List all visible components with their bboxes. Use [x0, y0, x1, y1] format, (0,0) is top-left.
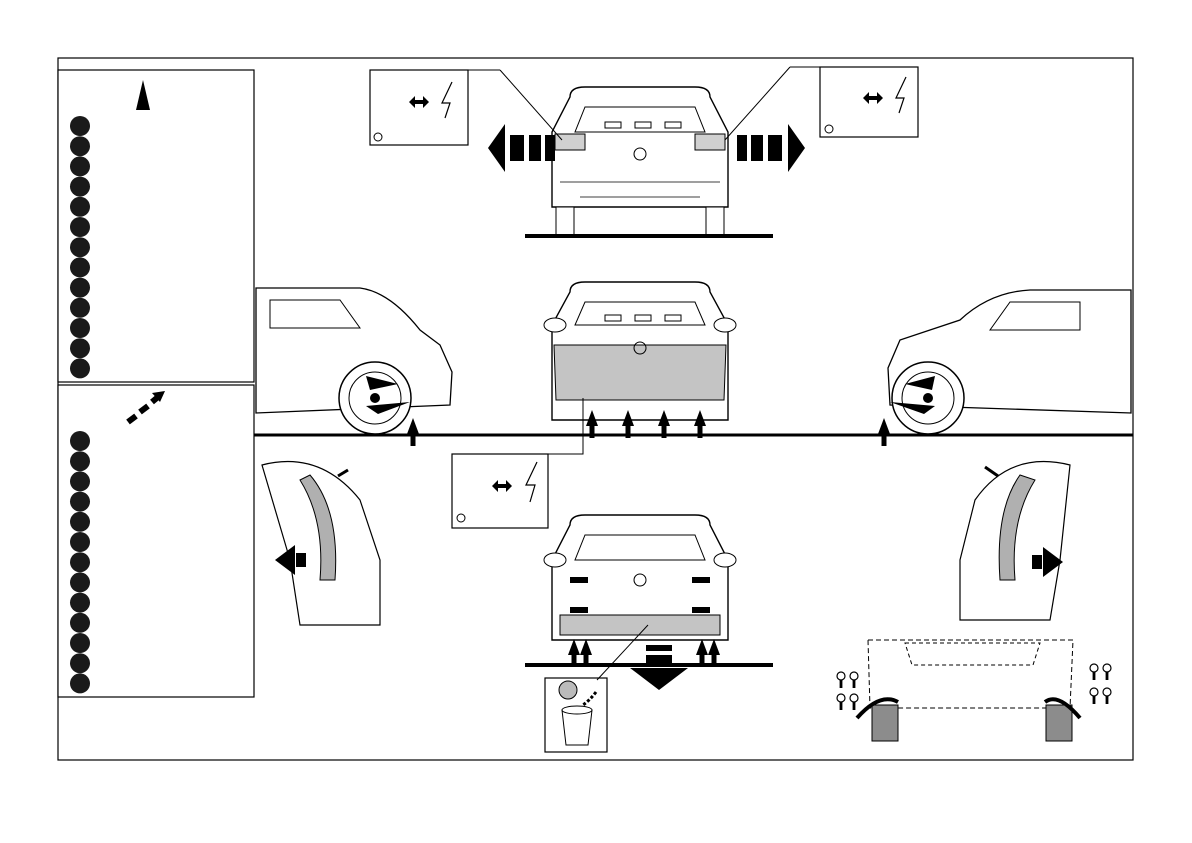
legend-bullet [70, 237, 90, 257]
legend-bullet [70, 318, 90, 338]
side-view-right [888, 290, 1131, 434]
side-view-left [256, 288, 452, 434]
legend-bullet [70, 593, 90, 613]
bumper-push-arrows [568, 639, 720, 667]
legend-bullet [70, 471, 90, 491]
rear-view-bottom [544, 515, 736, 640]
mudflap-screw-detail [837, 640, 1111, 741]
legend-bullet [70, 338, 90, 358]
legend-bullet [70, 431, 90, 451]
pull-left-arrow-icon [488, 124, 555, 172]
legend-bullet [70, 298, 90, 318]
legend-bullet [70, 156, 90, 176]
callout-right-taillight [725, 67, 918, 140]
legend-bullet [70, 512, 90, 532]
pull-right-arrow-icon [737, 124, 805, 172]
legend-bullet [70, 532, 90, 552]
fitting-legend [58, 385, 254, 697]
legend-bullet [70, 451, 90, 471]
legend-bullet [70, 492, 90, 512]
legend-bullet [70, 257, 90, 277]
removal-legend [58, 70, 254, 382]
legend-bullet [70, 217, 90, 237]
bin-inset [545, 678, 607, 752]
legend-bullet [70, 197, 90, 217]
legend-bullet [70, 653, 90, 673]
wheel-arch-left [262, 462, 380, 625]
legend-bullet [70, 673, 90, 693]
legend-bullet [70, 358, 90, 378]
legend-bullet [70, 552, 90, 572]
legend-bullet [70, 177, 90, 197]
rear-view-middle [544, 282, 736, 420]
legend-bullet [70, 116, 90, 136]
wheel-arch-right [960, 462, 1070, 620]
bin-icon [559, 681, 577, 699]
legend-bullet [70, 613, 90, 633]
legend-bullet [70, 633, 90, 653]
legend-bullet [70, 572, 90, 592]
pull-down-arrow-icon [630, 645, 688, 690]
legend-bullet [70, 278, 90, 298]
callout-left-taillight [370, 70, 562, 145]
legend-bullet [70, 136, 90, 156]
rear-view-top [552, 87, 728, 235]
